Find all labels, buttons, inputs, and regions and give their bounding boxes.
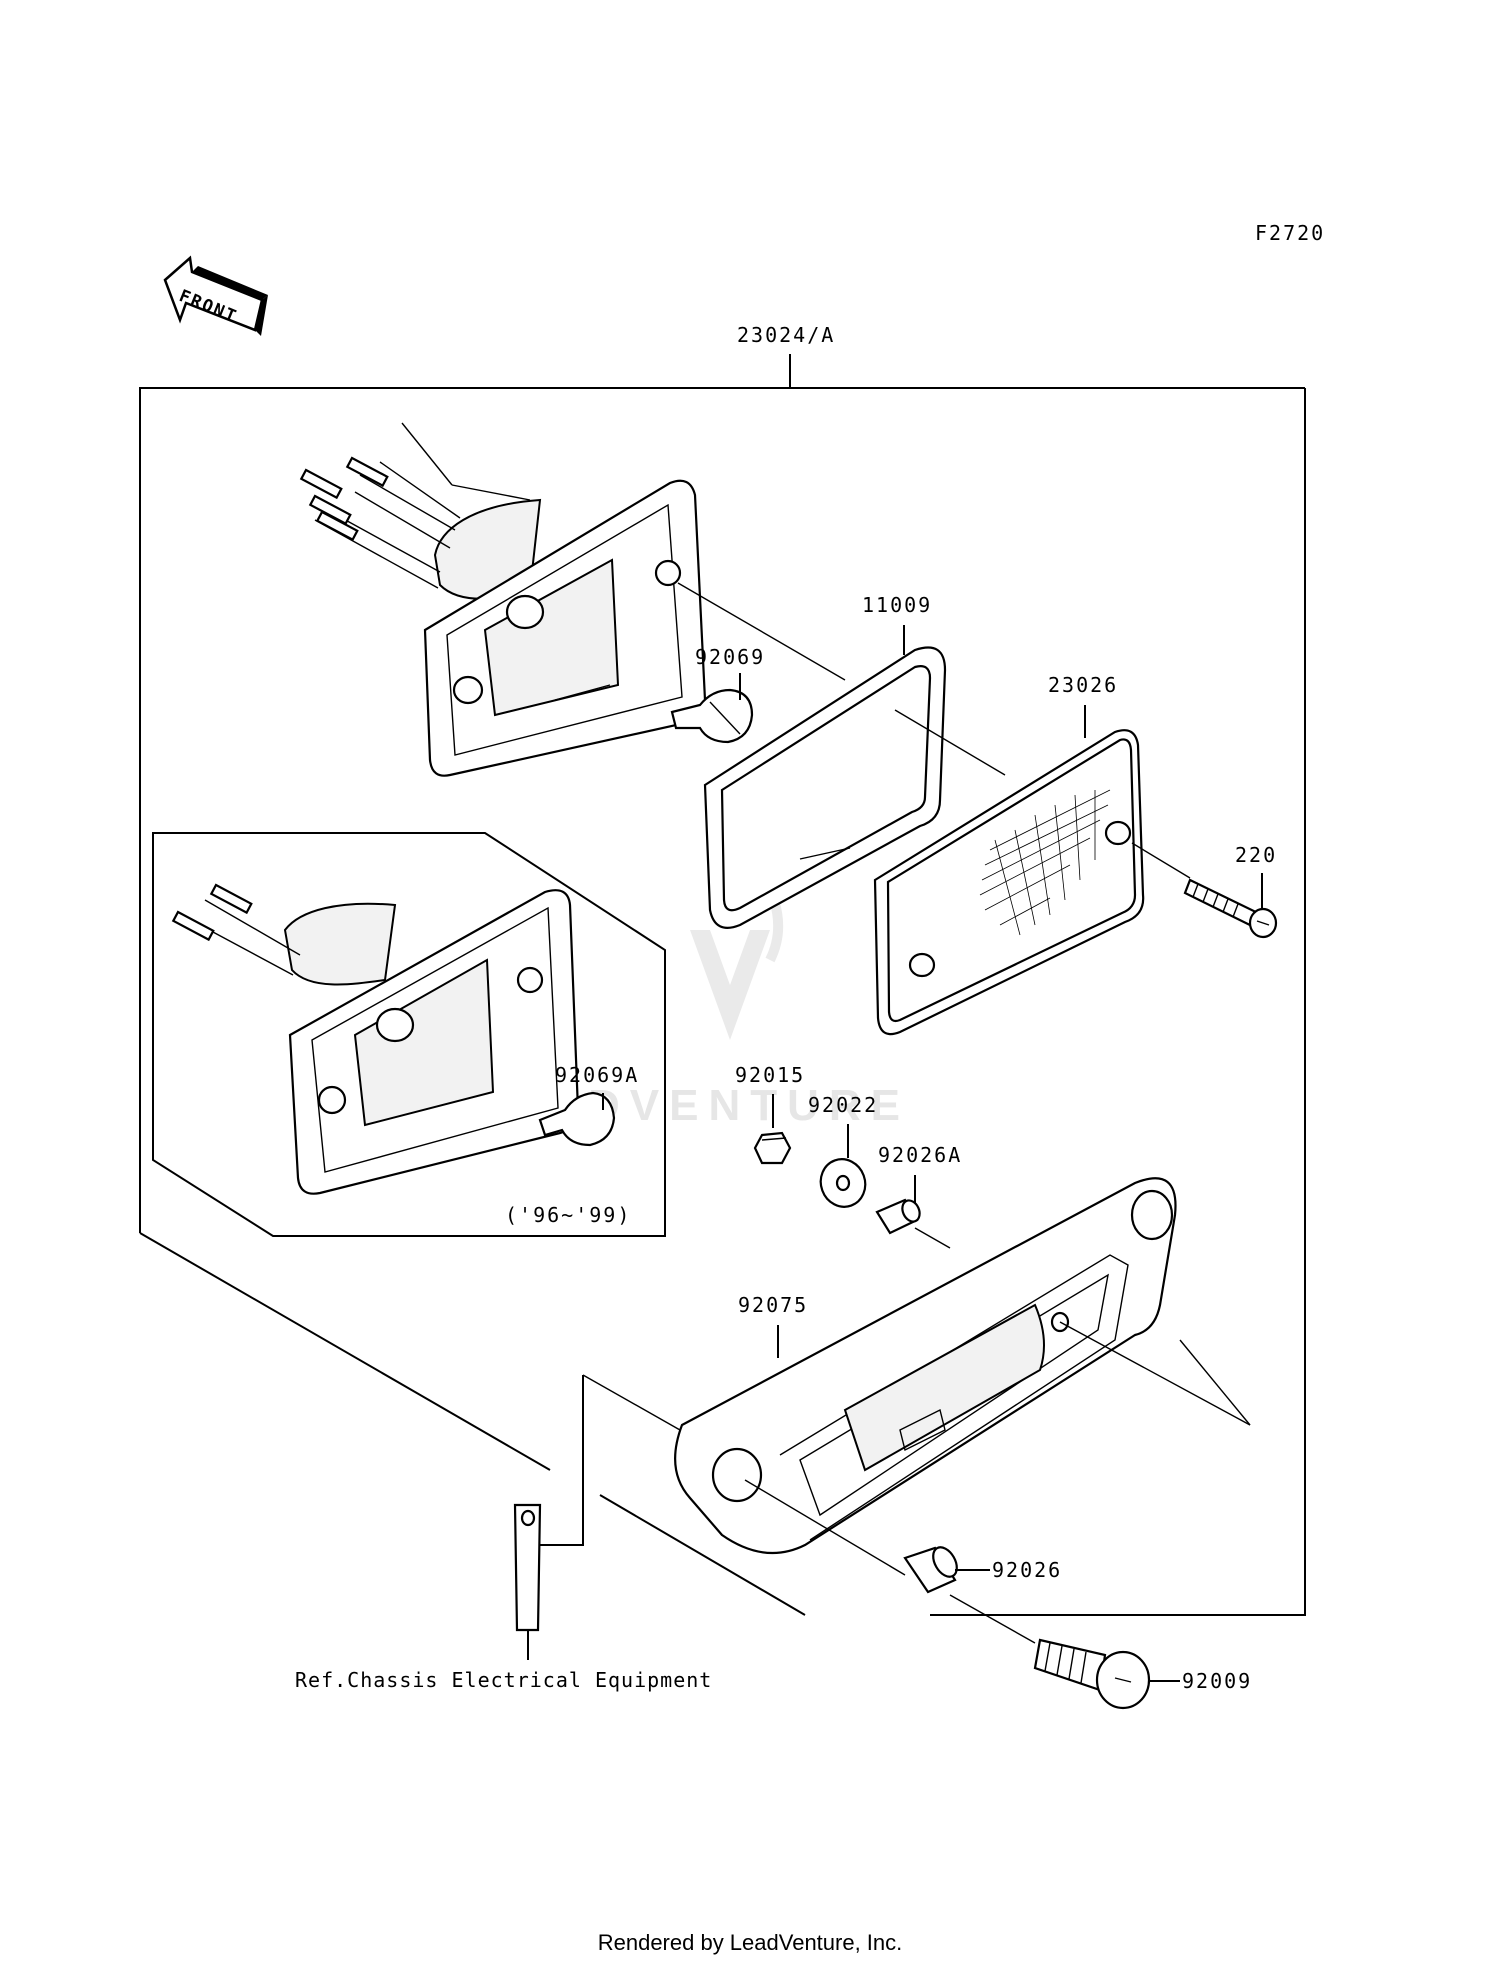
front-arrow-icon: FRONT: [163, 255, 268, 336]
bracket-92075: [674, 1177, 1177, 1555]
bulb-92069: [670, 688, 754, 744]
label-92022: 92022: [808, 1093, 878, 1117]
inset-lamp-housing: [171, 883, 580, 1195]
nut-92015: [753, 1131, 792, 1165]
bulb-92069a: [538, 1091, 616, 1147]
label-23026: 23026: [1048, 673, 1118, 697]
bolt-92009: [1033, 1638, 1151, 1710]
lens-23026: [873, 729, 1145, 1036]
lens-reflector-grid: [979, 789, 1111, 936]
collar-92026: [903, 1546, 958, 1594]
collar-92026a: [875, 1198, 921, 1235]
washer-92022: [819, 1158, 867, 1208]
label-23024-a: 23024/A: [737, 323, 835, 347]
reference-note: Ref.Chassis Electrical Equipment: [295, 1668, 712, 1692]
footer-credit: Rendered by LeadVenture, Inc.: [598, 1930, 903, 1955]
terminal-connector: [513, 1503, 542, 1632]
inset-frame: [152, 832, 666, 1237]
label-92069: 92069: [695, 645, 765, 669]
label-92069a: 92069A: [555, 1063, 639, 1087]
label-92026a: 92026A: [878, 1143, 962, 1167]
label-220: 220: [1235, 843, 1277, 867]
label-92075: 92075: [738, 1293, 808, 1317]
label-92009: 92009: [1182, 1669, 1252, 1693]
inset-years-label: ('96~'99): [505, 1203, 631, 1227]
assembly-frame: [139, 387, 1306, 1616]
screw-220: [1183, 878, 1278, 939]
label-92015: 92015: [735, 1063, 805, 1087]
label-11009: 11009: [862, 593, 932, 617]
lamp-housing: [299, 422, 846, 777]
wire-leads: [299, 456, 461, 589]
gasket-11009: [703, 646, 947, 929]
diagram-code: F2720: [1255, 221, 1325, 245]
label-92026: 92026: [992, 1558, 1062, 1582]
